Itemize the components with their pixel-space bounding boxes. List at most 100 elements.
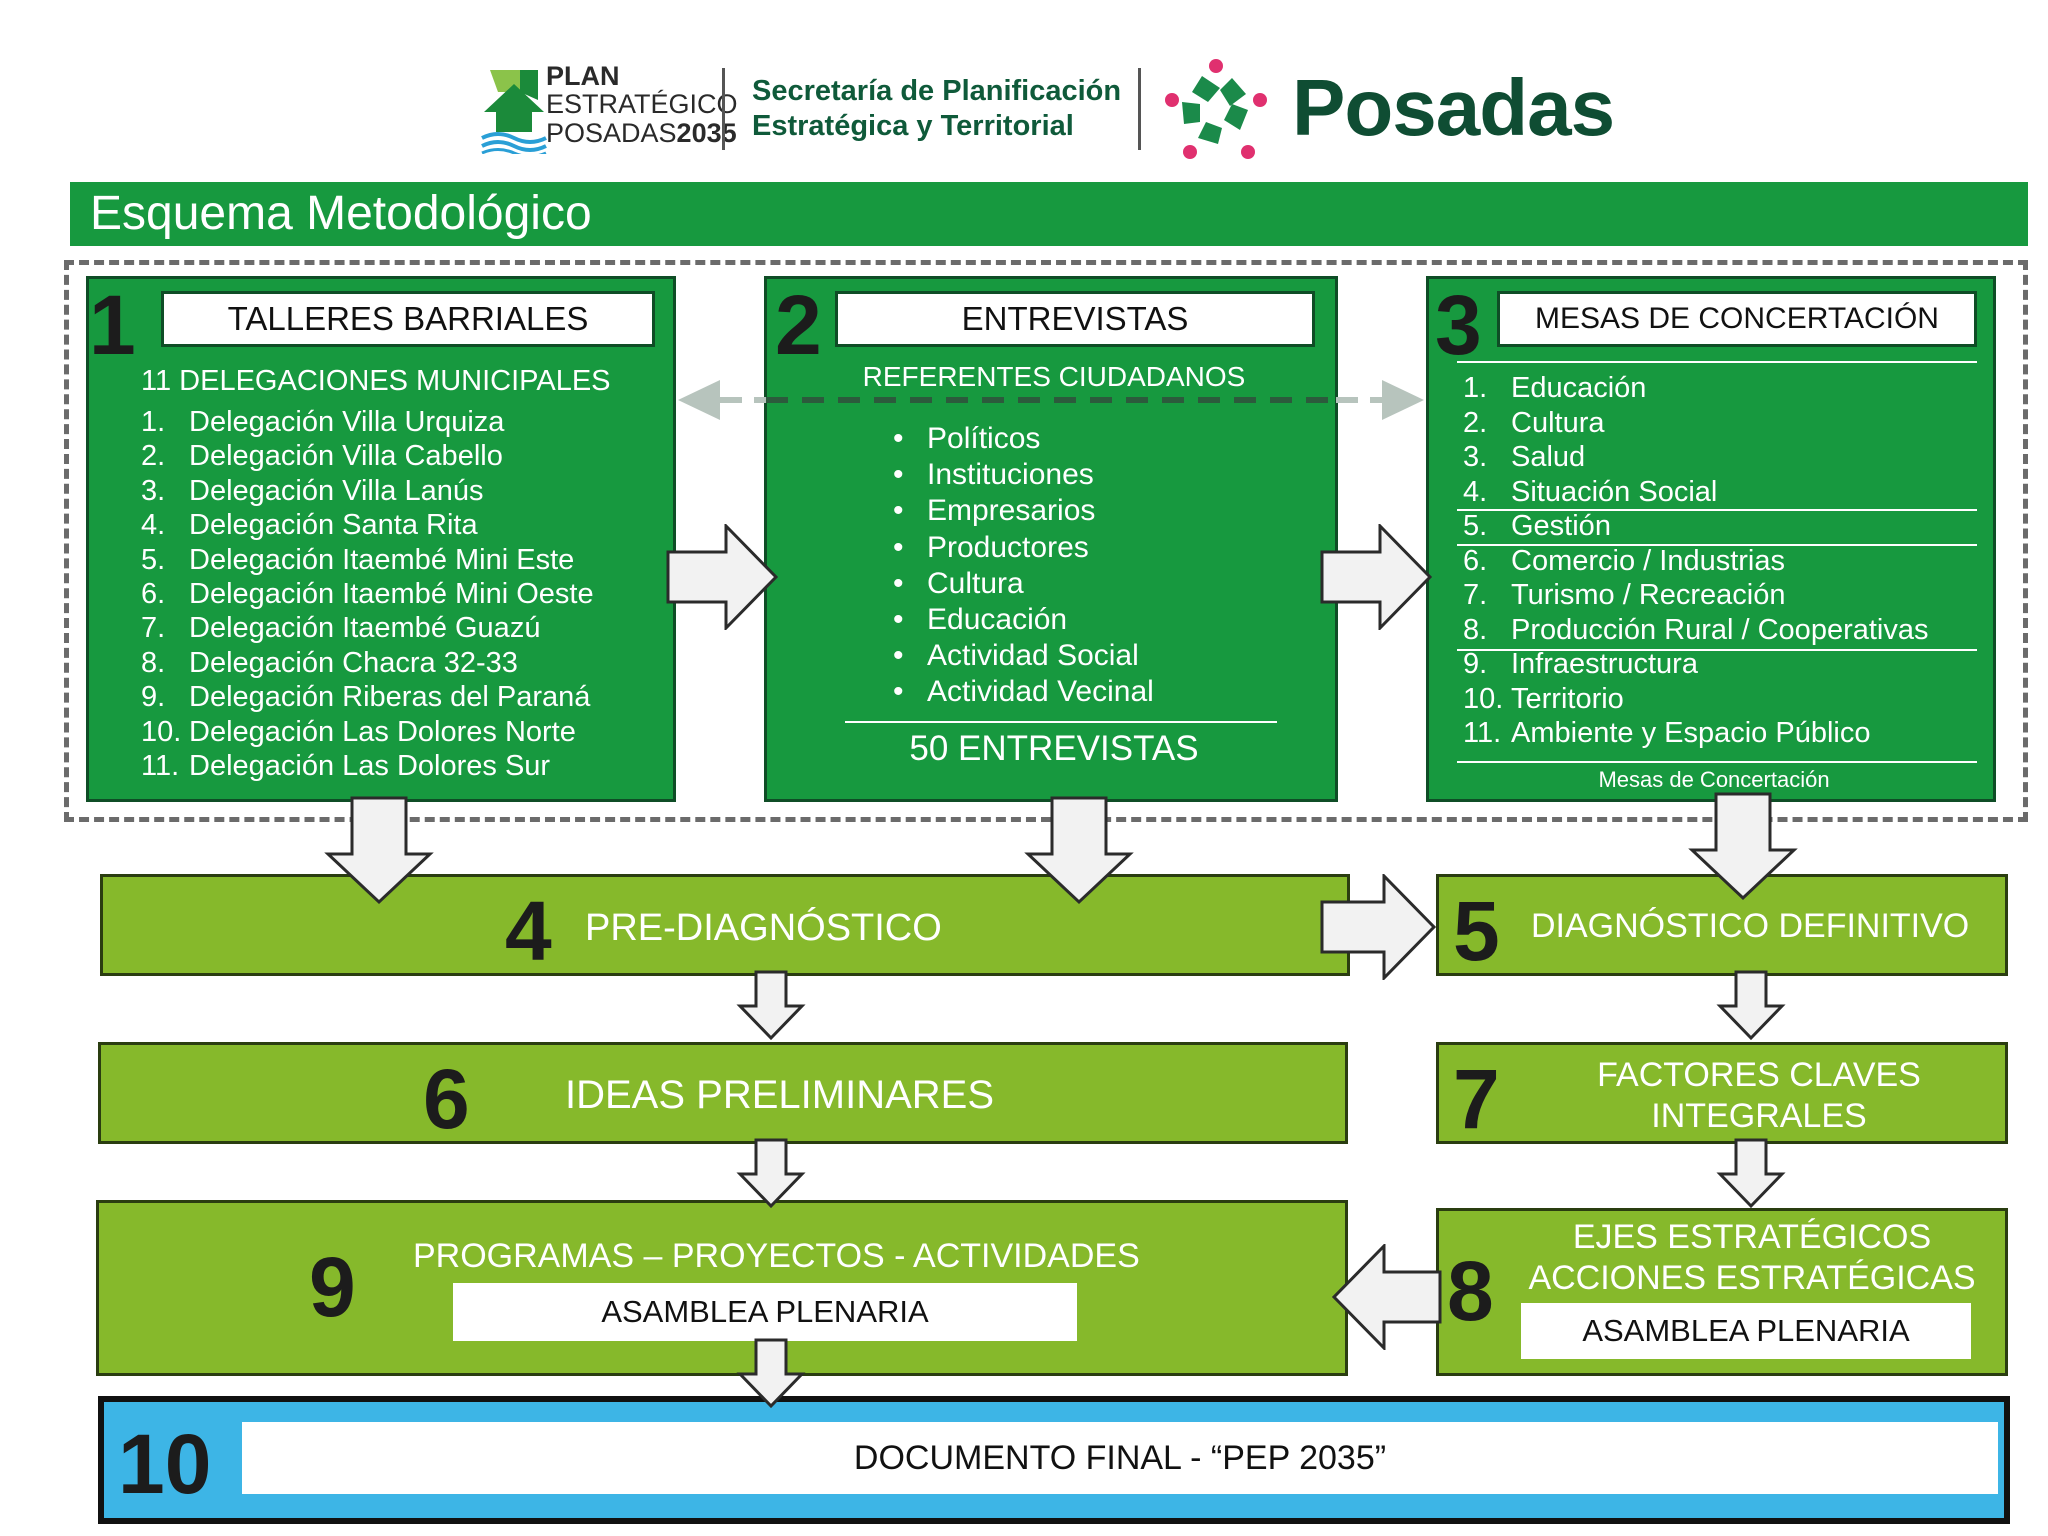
arrow-down-2-4-icon <box>1024 796 1134 905</box>
bullet-icon: • <box>893 530 904 564</box>
plan-logo-city: POSADAS <box>546 117 677 148</box>
list-item-text: Educación <box>927 602 1068 636</box>
list-item-text: Delegación Itaembé Mini Oeste <box>189 577 594 610</box>
step2-divider <box>845 721 1277 723</box>
list-item-text: Educación <box>1511 372 1647 404</box>
step3-divider-2 <box>1457 544 1977 546</box>
list-item-number: 7. <box>1463 579 1488 611</box>
header-divider <box>722 68 725 150</box>
plan-estrategico-logo-icon <box>481 70 547 154</box>
list-item: •Cultura <box>893 566 1293 602</box>
header-divider-2 <box>1138 68 1141 150</box>
list-item-number: 11. <box>141 749 180 782</box>
step3-divider-3 <box>1457 649 1977 651</box>
list-item-text: Infraestructura <box>1511 648 1698 680</box>
plan-logo-text: PLAN ESTRATÉGICO POSADAS2035 <box>546 61 738 148</box>
participation-frame <box>64 260 2028 822</box>
step10-box: 10 DOCUMENTO FINAL - “PEP 2035” <box>98 1396 2010 1524</box>
posadas-logo-icon <box>1165 59 1267 159</box>
step7-label-line1: FACTORES CLAVES <box>1597 1056 1921 1094</box>
step2-footer: 50 ENTREVISTAS <box>909 729 1199 768</box>
list-item-number: 7. <box>141 612 166 645</box>
list-item-text: Gestión <box>1511 510 1611 542</box>
list-item-text: Políticos <box>927 422 1041 455</box>
list-item-text: Instituciones <box>927 458 1094 492</box>
list-item-number: 10. <box>1463 682 1504 715</box>
plan-logo-line2: ESTRATÉGICO <box>546 89 738 120</box>
arrow-down-4-6-icon <box>736 970 806 1041</box>
bullet-icon: • <box>893 422 904 455</box>
posadas-brand: Posadas <box>1292 63 1615 152</box>
bullet-icon: • <box>893 494 904 528</box>
arrow-right-1-2-icon <box>666 524 779 630</box>
arrow-down-7-8-icon <box>1716 1138 1786 1209</box>
list-item-text: Comercio / Industrias <box>1511 544 1785 577</box>
arrow-down-1-4-icon <box>324 796 434 905</box>
list-item-text: Delegación Las Dolores Sur <box>189 749 551 782</box>
arrow-right-2-3-icon <box>1320 524 1433 630</box>
step7-label: FACTORES CLAVES INTEGRALES <box>1519 1055 1999 1137</box>
dashed-double-arrow-icon <box>678 380 1424 420</box>
step2-list: •Políticos•Instituciones•Empresarios•Pro… <box>893 421 1293 711</box>
plan-logo-line3: POSADAS2035 <box>546 117 737 148</box>
list-item-number: 4. <box>1463 475 1488 508</box>
list-item-text: Delegación Itaembé Guazú <box>189 612 541 645</box>
arrow-down-3-5-icon <box>1688 792 1798 901</box>
list-item-number: 1. <box>141 406 166 438</box>
list-item: 4.Situación Social <box>1463 475 1983 510</box>
list-item-text: Delegación Las Dolores Norte <box>189 715 576 748</box>
step1-panel: 1 TALLERES BARRIALES 11 DELEGACIONES MUN… <box>86 276 676 802</box>
list-item-number: 10. <box>141 715 182 748</box>
list-item-number: 9. <box>1463 648 1488 680</box>
arrow-left-8-9-icon <box>1331 1244 1442 1350</box>
list-item: 10.Territorio <box>1463 682 1983 717</box>
step8-box: 8 EJES ESTRATÉGICOS ACCIONES ESTRATÉGICA… <box>1436 1208 2008 1376</box>
list-item: 1.Delegación Villa Urquiza <box>141 405 661 439</box>
step5-label: DIAGNÓSTICO DEFINITIVO <box>1531 907 1970 945</box>
list-item-text: Actividad Vecinal <box>927 675 1154 709</box>
step4-label: PRE-DIAGNÓSTICO <box>585 907 942 949</box>
step1-number: 1 <box>89 278 136 372</box>
list-item: 3.Delegación Villa Lanús <box>141 474 661 508</box>
list-item-number: 2. <box>141 440 166 473</box>
list-item-number: 8. <box>141 646 166 679</box>
list-item: 10.Delegación Las Dolores Norte <box>141 715 661 749</box>
list-item: •Actividad Social <box>893 638 1293 674</box>
plan-logo-year: 2035 <box>676 117 737 148</box>
list-item-text: Empresarios <box>927 494 1096 528</box>
bullet-icon: • <box>893 639 904 673</box>
step9-tag: ASAMBLEA PLENARIA <box>453 1283 1077 1341</box>
arrow-down-6-9-icon <box>736 1138 806 1209</box>
list-item: 8.Producción Rural / Cooperativas <box>1463 613 1983 648</box>
list-item: 2.Cultura <box>1463 406 1983 441</box>
bullet-icon: • <box>893 566 904 600</box>
list-item: 5. Gestión <box>1463 509 1983 544</box>
step3-divider-bottom <box>1457 761 1977 763</box>
step6-label: IDEAS PRELIMINARES <box>565 1073 995 1117</box>
list-item-number: 5. <box>1463 510 1488 542</box>
step3-number: 3 <box>1435 278 1482 372</box>
step6-number: 6 <box>423 1052 470 1146</box>
bullet-icon: • <box>893 602 904 636</box>
list-item-text: Territorio <box>1511 682 1624 715</box>
step8-tag: ASAMBLEA PLENARIA <box>1521 1303 1971 1359</box>
list-item: 11. Delegación Las Dolores Sur <box>141 749 661 783</box>
list-item: 7. Delegación Itaembé Guazú <box>141 611 661 645</box>
list-item-number: 3. <box>141 474 166 507</box>
list-item: 11.Ambiente y Espacio Público <box>1463 716 1983 751</box>
step7-number: 7 <box>1453 1052 1500 1146</box>
step8-label-line2: ACCIONES ESTRATÉGICAS <box>1528 1259 1976 1297</box>
list-item-number: 11. <box>1463 717 1502 749</box>
step7-box: 7 FACTORES CLAVES INTEGRALES <box>1436 1042 2008 1144</box>
list-item: 6.Comercio / Industrias <box>1463 544 1983 579</box>
list-item: •Actividad Vecinal <box>893 674 1293 710</box>
header: PLAN ESTRATÉGICO POSADAS2035 Secretaría … <box>0 0 2048 175</box>
step3-footer: Mesas de Concertación <box>1598 767 1830 792</box>
list-item-text: Cultura <box>1511 406 1605 439</box>
secretaria-text: Secretaría de Planificación Estratégica … <box>752 74 1152 145</box>
plan-logo-line1: PLAN <box>546 61 620 91</box>
list-item: 4.Delegación Santa Rita <box>141 508 661 542</box>
list-item-text: Turismo / Recreación <box>1511 579 1786 611</box>
list-item-text: Delegación Santa Rita <box>189 509 478 542</box>
